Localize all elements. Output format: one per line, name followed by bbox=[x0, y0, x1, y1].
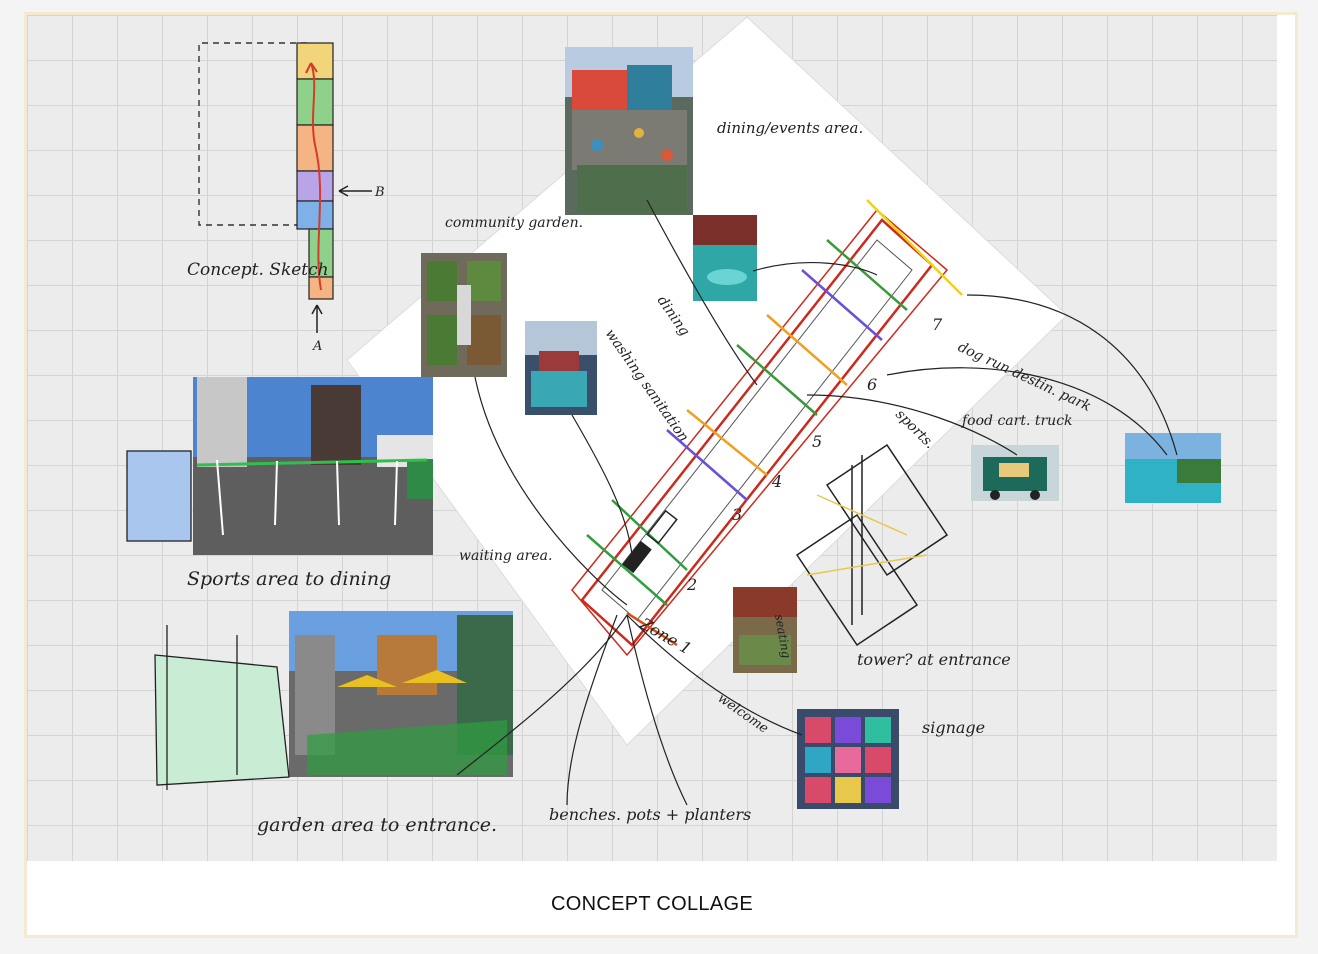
label-signage: signage bbox=[922, 718, 985, 737]
photo-signage bbox=[797, 709, 899, 809]
strip-cell bbox=[297, 201, 333, 229]
grid-canvas: A B Concept. Sketch dining/events area. bbox=[27, 15, 1277, 861]
photo-teal-surface bbox=[693, 215, 757, 301]
photo-community-garden bbox=[421, 253, 507, 377]
label-tower: tower? at entrance bbox=[857, 650, 1011, 669]
label-community-garden: community garden. bbox=[445, 215, 583, 231]
label-a: A bbox=[312, 339, 322, 354]
arrow-a-icon bbox=[312, 305, 322, 333]
strip-cell bbox=[297, 43, 333, 79]
photo-dining-events bbox=[565, 47, 693, 215]
zone-number: 4 bbox=[771, 472, 782, 491]
zone-number: 5 bbox=[812, 432, 822, 451]
zone-number: 6 bbox=[867, 375, 877, 394]
label-dining-events: dining/events area. bbox=[717, 119, 863, 137]
photo-washing-station bbox=[525, 321, 597, 415]
label-concept-sketch: Concept. Sketch bbox=[187, 260, 329, 280]
collage-caption: CONCEPT COLLAGE bbox=[27, 893, 1277, 916]
zone-number: 3 bbox=[732, 505, 742, 524]
sports-backboard-sketch bbox=[127, 451, 191, 541]
label-welcome: welcome bbox=[715, 691, 771, 737]
label-sports-to-dining: Sports area to dining bbox=[187, 568, 391, 590]
label-food-truck: food cart. truck bbox=[961, 413, 1073, 429]
photo-sports-area bbox=[193, 377, 433, 555]
concept-sketch: A B Concept. Sketch bbox=[187, 43, 385, 354]
photo-garden-entrance bbox=[289, 611, 513, 777]
label-garden-to-entrance: garden area to entrance. bbox=[257, 814, 497, 836]
strip-cell bbox=[297, 171, 333, 201]
label-benches: benches. pots + planters bbox=[549, 805, 751, 824]
zone-number: 7 bbox=[932, 315, 943, 334]
collage-board: A B Concept. Sketch dining/events area. bbox=[24, 12, 1298, 938]
label-waiting-area: waiting area. bbox=[459, 548, 552, 564]
zone-number: 2 bbox=[686, 575, 697, 594]
arrow-b-icon bbox=[339, 186, 372, 196]
collage-drawing: A B Concept. Sketch dining/events area. bbox=[27, 15, 1277, 861]
fence-sketch bbox=[155, 625, 289, 790]
label-b: B bbox=[374, 185, 385, 200]
